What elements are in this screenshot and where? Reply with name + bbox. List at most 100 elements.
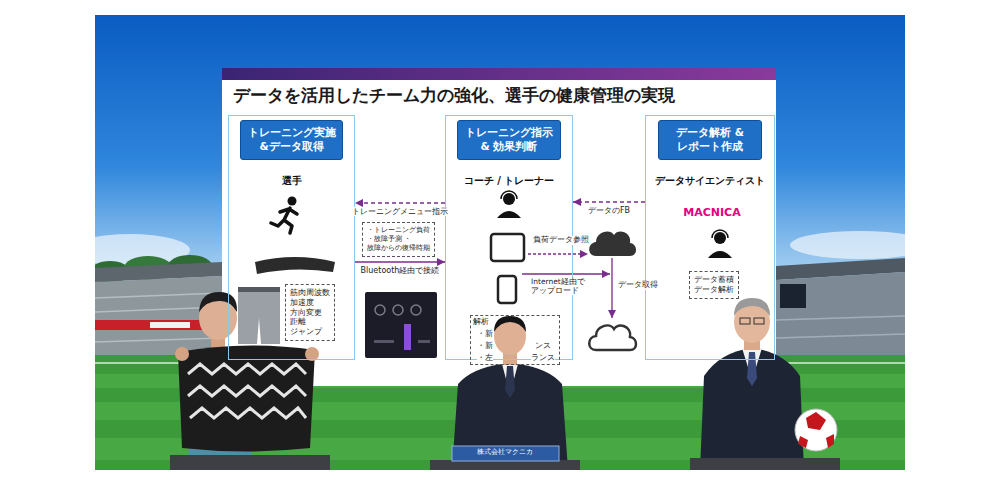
soccer-ball (798, 436, 808, 448)
phone-icon (498, 276, 516, 303)
presenter-right (754, 318, 764, 324)
presenter-center (505, 366, 515, 398)
coach-icon (503, 193, 515, 205)
scientist-icon (712, 230, 728, 238)
analysis-text: ・新 (477, 342, 493, 351)
step-header: データ解析 & レポート作成 (658, 120, 762, 160)
flow-connector (355, 202, 445, 203)
presenter-center (430, 316, 580, 470)
metrics-box: 筋肉周波数 加速度 方向変更 距離 ジャンプ (285, 284, 335, 341)
sensor-shorts (238, 287, 280, 344)
banner (150, 322, 190, 328)
presenter-right (690, 298, 840, 470)
flow-arrow (522, 254, 612, 318)
menu-text: ・トレーニング負荷 ・故障予測 ・故障からの復帰時期 (367, 226, 430, 253)
metrics-text: 筋肉周波数 加速度 方向変更 距離 ジャンプ (290, 288, 330, 337)
nameplate (452, 446, 559, 461)
runner-icon (288, 197, 297, 206)
edge-label: トレーニングメニュー指示 (351, 207, 449, 216)
coach-icon (497, 211, 521, 218)
presenter-center (494, 317, 526, 355)
coach-icon (501, 191, 517, 199)
flow-arrow (611, 258, 612, 318)
lane-heading: データサイエンティスト (646, 174, 774, 188)
runner-icon (271, 197, 297, 234)
coach-icon (497, 191, 521, 218)
header-text: データ解析 & レポート作成 (664, 126, 756, 153)
desk (690, 458, 840, 470)
presenter-center (494, 316, 526, 332)
lane-heading: コーチ / トレーナー (446, 174, 572, 188)
lane-heading: 選手 (229, 174, 354, 188)
sensor-vest (188, 386, 306, 396)
presenter-right (740, 318, 750, 324)
scientist-icon (708, 230, 732, 258)
slide-bar (222, 68, 776, 80)
analysis-text: ランス (531, 354, 555, 363)
edge-label: データのFB (587, 206, 631, 215)
data-text: データ蓄積 データ解析 (694, 275, 734, 295)
analysis-text: ・新 (477, 330, 493, 339)
analysis-text: ンス (535, 342, 551, 351)
slide-title: データを活用したチーム力の強化、選手の健康管理の実現 (233, 84, 675, 107)
stand-row (776, 334, 905, 338)
app-screenshot (404, 324, 411, 350)
stand (776, 272, 905, 366)
menu-box: ・トレーニング負荷 ・故障予測 ・故障からの復帰時期 (362, 222, 435, 257)
soccer-ball (806, 412, 826, 430)
scientist-icon (708, 251, 732, 258)
header-text: トレーニング指示 & 効果判断 (463, 126, 555, 153)
presenter-right (734, 298, 770, 316)
app-screenshot (375, 305, 385, 315)
presenter-right (747, 352, 757, 386)
header-text: トレーニング実施 &データ取得 (246, 126, 338, 153)
flow-arrow (528, 253, 588, 254)
slide (222, 68, 776, 386)
presenter-right (700, 348, 804, 470)
presenter-left (175, 347, 189, 361)
app-screenshot (418, 340, 430, 343)
app-screenshot (393, 305, 403, 315)
stand-row (95, 293, 222, 298)
tablet-icon (491, 234, 524, 261)
soccer-ball (826, 434, 834, 448)
analysis-box: 解析・新・新ンス・左ランス (470, 315, 560, 365)
cloud-sky (790, 231, 905, 259)
cloud-icon (589, 231, 636, 256)
data-box: データ蓄積 データ解析 (689, 271, 739, 299)
sensor-vest (188, 364, 306, 374)
sensor-vest (190, 408, 306, 418)
presenter-left (199, 292, 237, 312)
lane-panel: 選手 トレーニング実施 &データ取得筋肉周波数 加速度 方向変更 距離 ジャンプ (228, 115, 355, 360)
soccer-ball (795, 409, 837, 451)
flow-connector (573, 201, 645, 202)
flow-label: 負荷データ参照 (532, 236, 590, 245)
sensor-shorts (238, 287, 280, 344)
step-header: トレーニング指示 & 効果判断 (457, 120, 561, 160)
stand-row (776, 316, 905, 320)
analysis-text: 解析 (473, 318, 489, 327)
flow-connector (355, 261, 445, 262)
presenter-center (452, 364, 568, 470)
edge-label: Bluetooth経由で接続 (360, 266, 441, 275)
sensor-vest (178, 345, 315, 451)
sensor-belt (255, 257, 335, 274)
screen (780, 284, 806, 308)
desk (170, 455, 330, 470)
flow-label: Internet経由で アップロード (530, 278, 586, 295)
runner-icon (271, 208, 297, 233)
stadium-background (95, 15, 905, 470)
app-screenshot (365, 292, 437, 358)
nameplate-text: 株式会社マクニカ (476, 449, 534, 456)
analysis-text: ・左 (477, 354, 493, 363)
app-screenshot (374, 340, 394, 343)
scientist-icon (714, 232, 726, 244)
stand-row (95, 338, 222, 342)
sensor-shorts (238, 287, 280, 292)
app-screenshot (365, 292, 437, 358)
flow-arrow (522, 273, 610, 274)
company-logo: MACNICA (682, 207, 741, 220)
presenter-left (305, 347, 319, 361)
